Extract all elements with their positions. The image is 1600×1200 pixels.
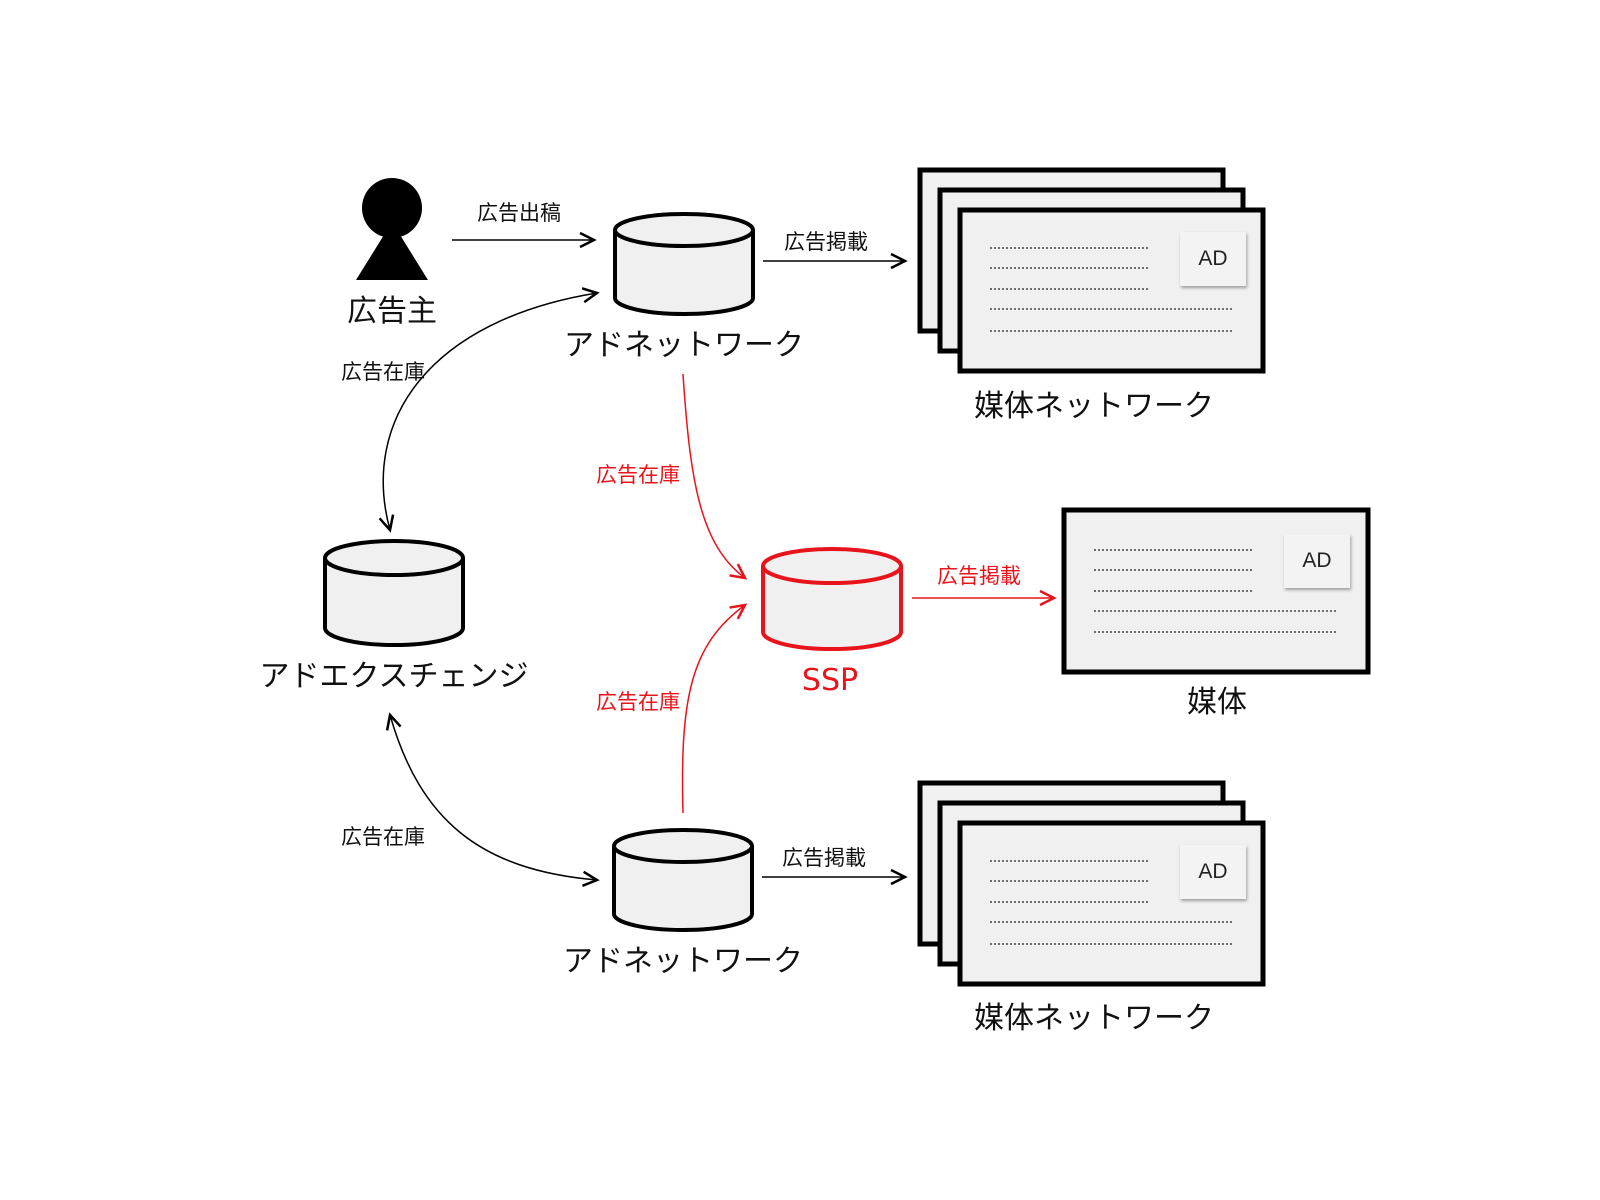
advertiser-label: 広告主 <box>347 294 437 329</box>
edge-label-network-top-to-media: 広告掲載 <box>784 230 868 254</box>
ad-badge-top: AD <box>1180 232 1246 286</box>
ad-network-bottom-label: アドネットワーク <box>563 944 803 979</box>
edge-label-network-bottom-to-media: 広告掲載 <box>782 846 866 870</box>
arrow-network-top-to-ssp <box>682 373 748 580</box>
edge-label-exchange-to-network-bottom: 広告在庫 <box>341 825 425 849</box>
edge-label-advertiser-to-network: 広告出稿 <box>477 201 561 225</box>
edge-label-ssp-to-media: 広告掲載 <box>937 564 1021 588</box>
media-network-bottom-pages <box>917 780 1266 987</box>
ad-exchange-cylinder <box>323 539 465 647</box>
media-network-bottom-label: 媒体ネットワーク <box>974 1001 1214 1036</box>
ad-badge-bottom: AD <box>1180 845 1246 899</box>
edge-label-network-top-to-ssp: 広告在庫 <box>596 463 680 487</box>
ad-network-bottom-cylinder <box>612 828 754 932</box>
edge-label-exchange-to-network-top: 広告在庫 <box>341 360 425 384</box>
ssp-label: SSP <box>801 663 859 698</box>
ad-exchange-label: アドエクスチェンジ <box>259 659 529 694</box>
ad-badge-media: AD <box>1284 534 1350 588</box>
ad-network-top-cylinder <box>613 212 755 316</box>
ssp-cylinder <box>761 547 903 651</box>
edge-label-network-bottom-to-ssp: 広告在庫 <box>596 690 680 714</box>
media-network-top-label: 媒体ネットワーク <box>974 389 1214 424</box>
media-label: 媒体 <box>1187 685 1247 720</box>
arrow-exchange-network-top <box>378 287 600 533</box>
arrow-network-bottom-to-ssp <box>681 603 748 814</box>
person-icon <box>356 178 428 280</box>
ad-network-top-label: アドネットワーク <box>564 328 804 363</box>
arrow-exchange-network-bottom <box>385 712 600 887</box>
